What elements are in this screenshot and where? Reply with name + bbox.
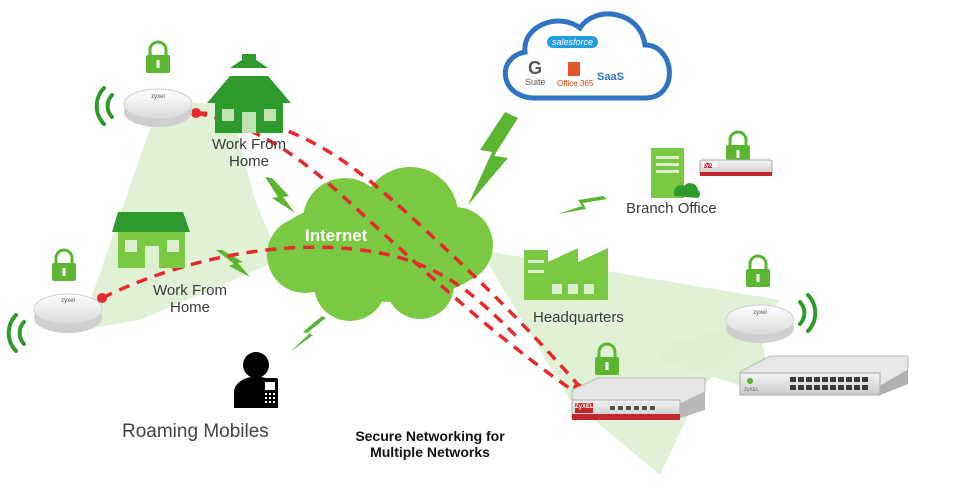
lightning-top-home-icon bbox=[265, 177, 295, 213]
gsuite-label: Suite bbox=[525, 77, 546, 87]
branch-office-label: Branch Office bbox=[626, 200, 717, 217]
vpn-tunnel-top-home-b bbox=[195, 111, 576, 394]
wfh-top-label-line2: Home bbox=[228, 153, 269, 171]
house-top-icon bbox=[207, 54, 291, 133]
wifi-signal-hq-icon bbox=[798, 293, 818, 333]
wfh-mid-label-line2: Home bbox=[169, 299, 210, 317]
roaming-user-icon bbox=[234, 352, 278, 408]
headquarters-building-icon bbox=[524, 248, 608, 300]
access-point-top: zyxel bbox=[123, 88, 193, 127]
vpn-endpoint-top-home bbox=[191, 108, 201, 118]
office365-label: Office 365 bbox=[557, 79, 594, 88]
salesforce-logo: salesforce bbox=[547, 36, 599, 48]
caption-line2: Multiple Networks bbox=[370, 444, 490, 461]
access-point-hq: zyxel bbox=[725, 304, 795, 343]
lock-icon bbox=[595, 342, 619, 375]
lightning-roaming-icon bbox=[290, 316, 326, 352]
internet-cloud bbox=[267, 167, 493, 321]
wifi-signal-top-icon bbox=[94, 86, 114, 126]
hq-firewall-brand: ZyXEL bbox=[575, 404, 594, 410]
svg-text:zyxel: zyxel bbox=[61, 298, 75, 304]
wifi-signal-mid-icon bbox=[6, 313, 26, 353]
svg-text:zyxel: zyxel bbox=[753, 310, 767, 316]
lightning-branch-icon bbox=[558, 196, 607, 214]
wfh-top-label-line1: Work From bbox=[212, 136, 286, 153]
access-point-mid: zyxel bbox=[33, 293, 103, 333]
hq-switch-brand: ZyXEL bbox=[744, 387, 760, 393]
headquarters-label: Headquarters bbox=[533, 309, 624, 326]
branch-server-icon bbox=[651, 148, 701, 198]
vpn-endpoint-mid-home bbox=[97, 293, 107, 303]
saas-cloud bbox=[502, 11, 672, 101]
roaming-mobiles-label: Roaming Mobiles bbox=[122, 421, 269, 442]
lock-icon bbox=[726, 130, 750, 163]
svg-text:zyxel: zyxel bbox=[151, 94, 165, 100]
coverage-area-hq bbox=[480, 250, 780, 475]
lightning-mid-home-icon bbox=[216, 250, 250, 277]
hq-switch-device bbox=[739, 355, 909, 396]
saas-label: SaaS bbox=[597, 71, 624, 83]
wfh-top-label: Work From Home bbox=[196, 136, 302, 171]
branch-firewall-device bbox=[699, 159, 773, 176]
hq-firewall-device bbox=[571, 377, 706, 420]
caption-line1: Secure Networking for bbox=[355, 428, 505, 444]
lightning-saas-icon bbox=[468, 112, 518, 205]
lock-icon bbox=[746, 254, 770, 287]
vpn-tunnel-mid-home bbox=[101, 245, 522, 342]
diagram-caption: Secure Networking for Multiple Networks bbox=[330, 428, 530, 460]
office365-icon bbox=[568, 62, 580, 76]
gsuite-logo-letter: G bbox=[528, 58, 543, 78]
wfh-mid-label: Work From Home bbox=[137, 282, 243, 317]
internet-label: Internet bbox=[305, 226, 368, 245]
lock-icon bbox=[146, 40, 170, 73]
branch-device-brand: ZyXEL bbox=[703, 163, 719, 169]
wfh-mid-label-line1: Work From bbox=[153, 282, 227, 299]
house-mid-icon bbox=[112, 212, 190, 268]
lock-icon bbox=[52, 248, 76, 281]
